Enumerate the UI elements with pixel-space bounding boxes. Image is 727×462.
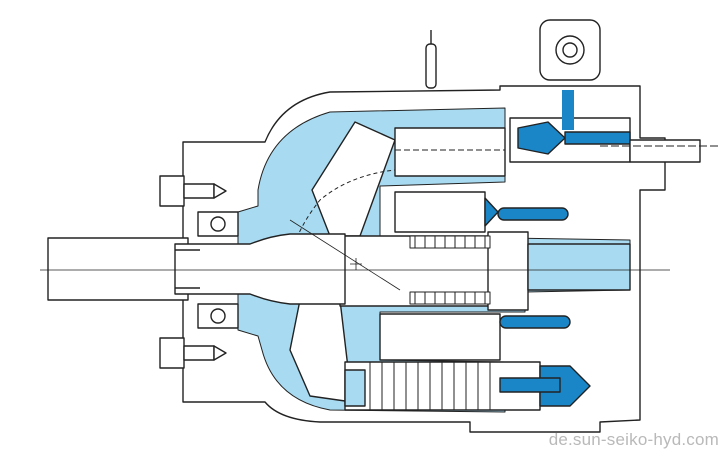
watermark: de.sun-seiko-hyd.com [548, 430, 719, 449]
compensator-adjuster [539, 19, 601, 81]
control-valve [509, 90, 720, 163]
drive-shaft [47, 237, 189, 301]
swashplate [311, 121, 396, 237]
cylinder-spring [409, 235, 491, 305]
mounting-bolt-lower [159, 337, 227, 369]
outlet-port [527, 243, 631, 291]
mounting-bolt-upper [159, 175, 227, 207]
swash-centerline [289, 219, 401, 291]
shaft-body [174, 233, 346, 305]
lower-piston [379, 313, 571, 361]
front-bearing [197, 211, 239, 329]
middle-piston [394, 191, 569, 233]
lifting-lug [425, 30, 437, 89]
rotor-barrel [487, 231, 529, 311]
lower-spring [369, 362, 491, 410]
upper-piston [394, 127, 506, 177]
center-mark [350, 258, 362, 270]
